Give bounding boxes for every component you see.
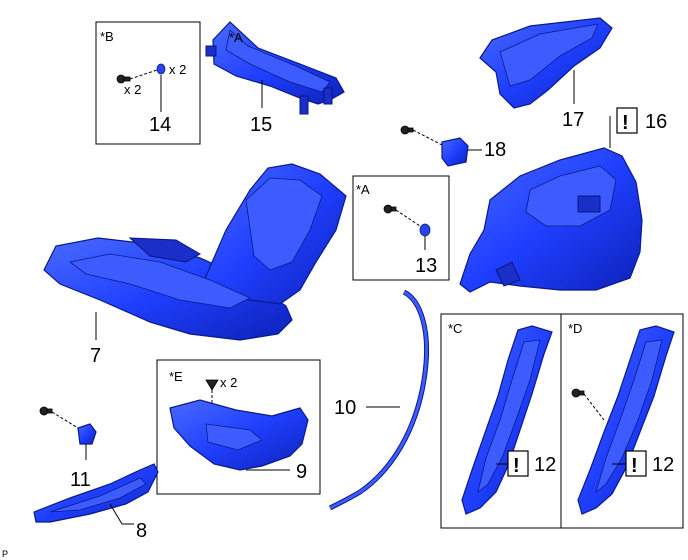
part-7-seat xyxy=(43,163,347,341)
inset-box-e xyxy=(156,359,321,495)
box-tag-c: *C xyxy=(448,321,462,336)
callout-18: 18 xyxy=(484,139,506,161)
screw-icon xyxy=(39,406,53,416)
callout-12-d: 12 xyxy=(652,454,674,476)
callout-12-c: 12 xyxy=(534,454,556,476)
warning-icon: ! xyxy=(616,107,638,134)
warning-mark-12c: ! xyxy=(513,455,520,477)
quantity-b-clip: x 2 xyxy=(169,62,186,77)
callout-8: 8 xyxy=(136,520,147,542)
callout-16: 16 xyxy=(645,111,667,133)
callout-17: 17 xyxy=(562,109,584,131)
callout-9: 9 xyxy=(296,461,307,483)
part-15-bracket xyxy=(205,21,345,115)
part-10-weatherstrip xyxy=(328,289,429,511)
part-11-clip xyxy=(77,423,97,445)
callout-11: 11 xyxy=(70,469,91,491)
quantity-e-screw: x 2 xyxy=(220,375,237,390)
warning-mark-16: ! xyxy=(622,112,629,134)
warning-mark-12d: ! xyxy=(631,455,638,477)
clip-icon xyxy=(156,63,166,75)
screw-icon xyxy=(400,125,414,135)
screw-icon xyxy=(383,204,397,214)
callout-10: 10 xyxy=(334,397,356,419)
box-tag-a: *A xyxy=(356,182,370,197)
inset-box-d xyxy=(560,313,684,529)
clip-icon xyxy=(419,223,431,237)
box-tag-d: *D xyxy=(568,321,582,336)
part-12-pillar-trim-c xyxy=(461,325,553,515)
callout-13: 13 xyxy=(415,255,437,277)
quantity-b-screw: x 2 xyxy=(124,82,141,97)
callout-7: 7 xyxy=(90,345,101,367)
inset-box-a xyxy=(352,175,450,281)
callout-15: 15 xyxy=(250,114,272,136)
warning-icon: ! xyxy=(625,450,647,477)
box-tag-e: *E xyxy=(169,369,183,384)
callout-14: 14 xyxy=(149,114,171,136)
part-tag-a: *A xyxy=(229,30,243,45)
part-12-pillar-trim-d xyxy=(577,325,675,515)
part-16-side-panel xyxy=(459,147,643,293)
inset-box-b xyxy=(95,21,201,145)
part-9-cover xyxy=(169,399,309,471)
corner-code: P xyxy=(2,549,8,559)
box-tag-b: *B xyxy=(100,29,114,44)
part-18-clip xyxy=(441,137,469,167)
screw-icon xyxy=(571,388,585,398)
screw-icon xyxy=(205,379,219,391)
warning-icon: ! xyxy=(507,450,529,477)
part-17-trim xyxy=(479,17,613,109)
part-8-trim xyxy=(33,463,159,523)
